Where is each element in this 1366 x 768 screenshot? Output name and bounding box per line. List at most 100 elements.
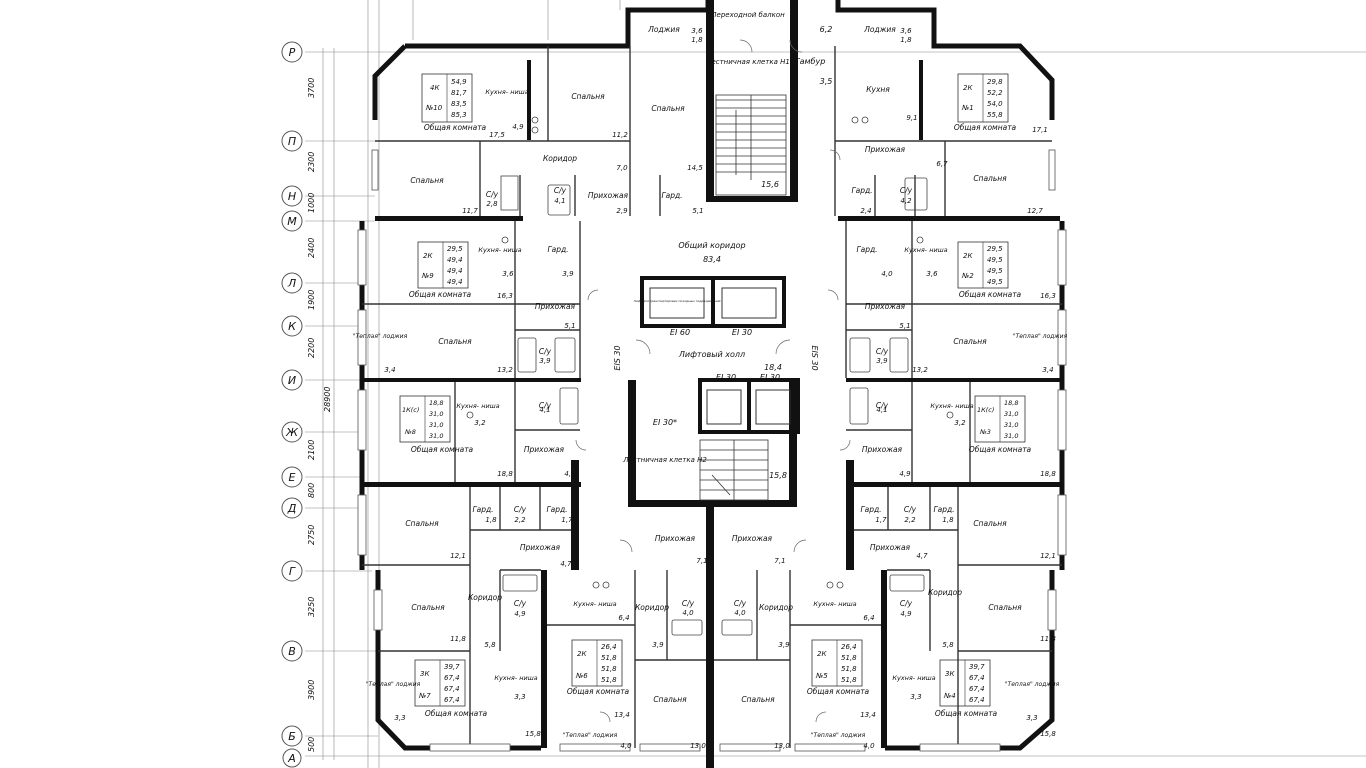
svg-text:Р: Р xyxy=(289,46,296,59)
svg-text:Общая комната: Общая комната xyxy=(959,290,1022,299)
apt-info-1: 2К №1 29,8 52,2 54,0 55,8 xyxy=(957,73,1009,123)
axis-bubble-n: Н xyxy=(281,185,303,207)
svg-text:М: М xyxy=(287,215,297,228)
room-areas-middle: 3,6 3,9 16,3 4,0 3,6 16,3 5,1 5,1 3,9 3,… xyxy=(384,270,1056,478)
svg-text:31,0: 31,0 xyxy=(1004,410,1018,418)
svg-text:Гард.: Гард. xyxy=(546,505,567,514)
dim-2100: 2100 xyxy=(307,440,316,460)
svg-text:Спальня: Спальня xyxy=(741,695,775,704)
svg-text:83,5: 83,5 xyxy=(451,100,467,108)
svg-text:Гард.: Гард. xyxy=(661,191,682,200)
axis-bubble-r: Р xyxy=(281,41,303,63)
axis-bubble-i: И xyxy=(281,369,303,391)
svg-text:12,1: 12,1 xyxy=(1040,552,1056,560)
svg-text:Кухня- ниша: Кухня- ниша xyxy=(930,402,973,410)
axis-bubble-a: А xyxy=(282,748,302,768)
svg-text:3,2: 3,2 xyxy=(954,419,966,427)
svg-text:4,0: 4,0 xyxy=(734,609,746,617)
dim-3250: 3250 xyxy=(307,597,316,617)
svg-text:Гард.: Гард. xyxy=(856,245,877,254)
svg-text:3,9: 3,9 xyxy=(652,641,664,649)
svg-text:4,0: 4,0 xyxy=(863,742,875,750)
svg-text:49,4: 49,4 xyxy=(447,267,463,275)
svg-text:51,8: 51,8 xyxy=(841,676,857,684)
svg-text:3,6: 3,6 xyxy=(502,270,514,278)
svg-text:11,7: 11,7 xyxy=(462,207,478,215)
lift-hall-label: Лифтовый холл xyxy=(678,350,745,359)
axis-bubble-v: В xyxy=(281,640,303,662)
svg-text:31,0: 31,0 xyxy=(429,410,443,418)
svg-text:26,4: 26,4 xyxy=(841,643,857,651)
ei30-label-top: EI 30 xyxy=(732,328,752,337)
svg-text:67,4: 67,4 xyxy=(444,685,460,693)
svg-text:4,9: 4,9 xyxy=(900,610,912,618)
lift-hall-area: 18,4 xyxy=(764,363,782,372)
svg-text:К: К xyxy=(288,320,297,333)
apt-info-6: 2К №6 26,4 51,8 51,8 51,8 xyxy=(571,639,623,687)
svg-text:П: П xyxy=(288,135,296,148)
svg-text:С/у: С/у xyxy=(876,401,889,410)
dim-1900: 1900 xyxy=(307,290,316,310)
svg-text:67,4: 67,4 xyxy=(969,685,985,693)
svg-text:54,0: 54,0 xyxy=(987,100,1003,108)
svg-text:4,9: 4,9 xyxy=(512,123,524,131)
tambur-label: Тамбур xyxy=(795,57,826,66)
svg-text:Лоджия: Лоджия xyxy=(647,25,680,34)
svg-text:6,4: 6,4 xyxy=(863,614,874,622)
svg-text:2,8: 2,8 xyxy=(486,200,498,208)
dimension-chain: 3700 2300 1000 2400 1900 2200 2100 800 2… xyxy=(307,78,332,752)
svg-text:1,8: 1,8 xyxy=(900,36,912,44)
svg-text:С/у: С/у xyxy=(682,599,695,608)
svg-text:49,5: 49,5 xyxy=(987,278,1003,286)
svg-text:4,9: 4,9 xyxy=(899,470,911,478)
svg-text:Гард.: Гард. xyxy=(472,505,493,514)
interior-walls xyxy=(362,46,1062,748)
perehod-balkon-label: Переходной балкон xyxy=(711,11,785,19)
svg-text:С/у: С/у xyxy=(554,186,567,195)
svg-text:Спальня: Спальня xyxy=(973,174,1007,183)
svg-text:Е: Е xyxy=(289,471,296,484)
svg-text:1К(с): 1К(с) xyxy=(402,406,419,414)
svg-text:С/у: С/у xyxy=(900,186,913,195)
svg-text:18,8: 18,8 xyxy=(1004,399,1018,407)
svg-text:"Теплая" лоджия: "Теплая" лоджия xyxy=(563,732,618,739)
svg-text:"Теплая" лоджия: "Теплая" лоджия xyxy=(366,681,421,688)
stair-n1-label: Лестничная клетка Н1 xyxy=(705,58,790,66)
svg-text:18,8: 18,8 xyxy=(429,399,443,407)
svg-text:13,0: 13,0 xyxy=(690,742,706,750)
svg-text:Прихожая: Прихожая xyxy=(655,534,696,543)
svg-text:67,4: 67,4 xyxy=(444,696,460,704)
svg-text:3К: 3К xyxy=(420,670,430,678)
svg-text:29,8: 29,8 xyxy=(987,78,1003,86)
labels-top-center: Переходной балкон Лестничная клетка Н1 Т… xyxy=(613,11,832,480)
svg-text:3,9: 3,9 xyxy=(562,270,574,278)
svg-text:3,4: 3,4 xyxy=(384,366,395,374)
fixtures xyxy=(466,116,954,636)
dim-2400: 2400 xyxy=(307,238,316,258)
apt-info-8: 1К(с) №8 18,8 31,0 31,0 31,0 xyxy=(399,395,451,443)
svg-text:18,8: 18,8 xyxy=(497,470,513,478)
svg-text:4,7: 4,7 xyxy=(916,552,928,560)
axis-bubble-m: М xyxy=(281,210,303,232)
svg-text:39,7: 39,7 xyxy=(969,663,985,671)
svg-text:2К: 2К xyxy=(577,650,587,658)
svg-text:51,8: 51,8 xyxy=(601,676,617,684)
svg-text:С/у: С/у xyxy=(514,599,527,608)
svg-text:№8: №8 xyxy=(404,428,416,436)
svg-text:Коридор: Коридор xyxy=(468,593,502,602)
svg-text:13,0: 13,0 xyxy=(774,742,790,750)
svg-text:Общая комната: Общая комната xyxy=(954,123,1017,132)
svg-text:Кухня- ниша: Кухня- ниша xyxy=(478,246,521,254)
svg-text:4,7: 4,7 xyxy=(560,560,572,568)
room-labels-bottom: Спальня Спальня Гард. С/у Гард. Гард. С/… xyxy=(366,505,1060,739)
svg-text:Кухня- ниша: Кухня- ниша xyxy=(813,600,856,608)
svg-text:Общая комната: Общая комната xyxy=(935,709,998,718)
svg-text:Общая комната: Общая комната xyxy=(424,123,487,132)
svg-text:Прихожая: Прихожая xyxy=(862,445,903,454)
axis-bubble-p: П xyxy=(281,130,303,152)
axis-bubble-l: Л xyxy=(281,272,303,294)
apt-info-10: 4К №10 54,9 81,7 83,5 85,3 xyxy=(421,73,473,123)
svg-text:26,4: 26,4 xyxy=(601,643,617,651)
svg-text:С/у: С/у xyxy=(904,505,917,514)
